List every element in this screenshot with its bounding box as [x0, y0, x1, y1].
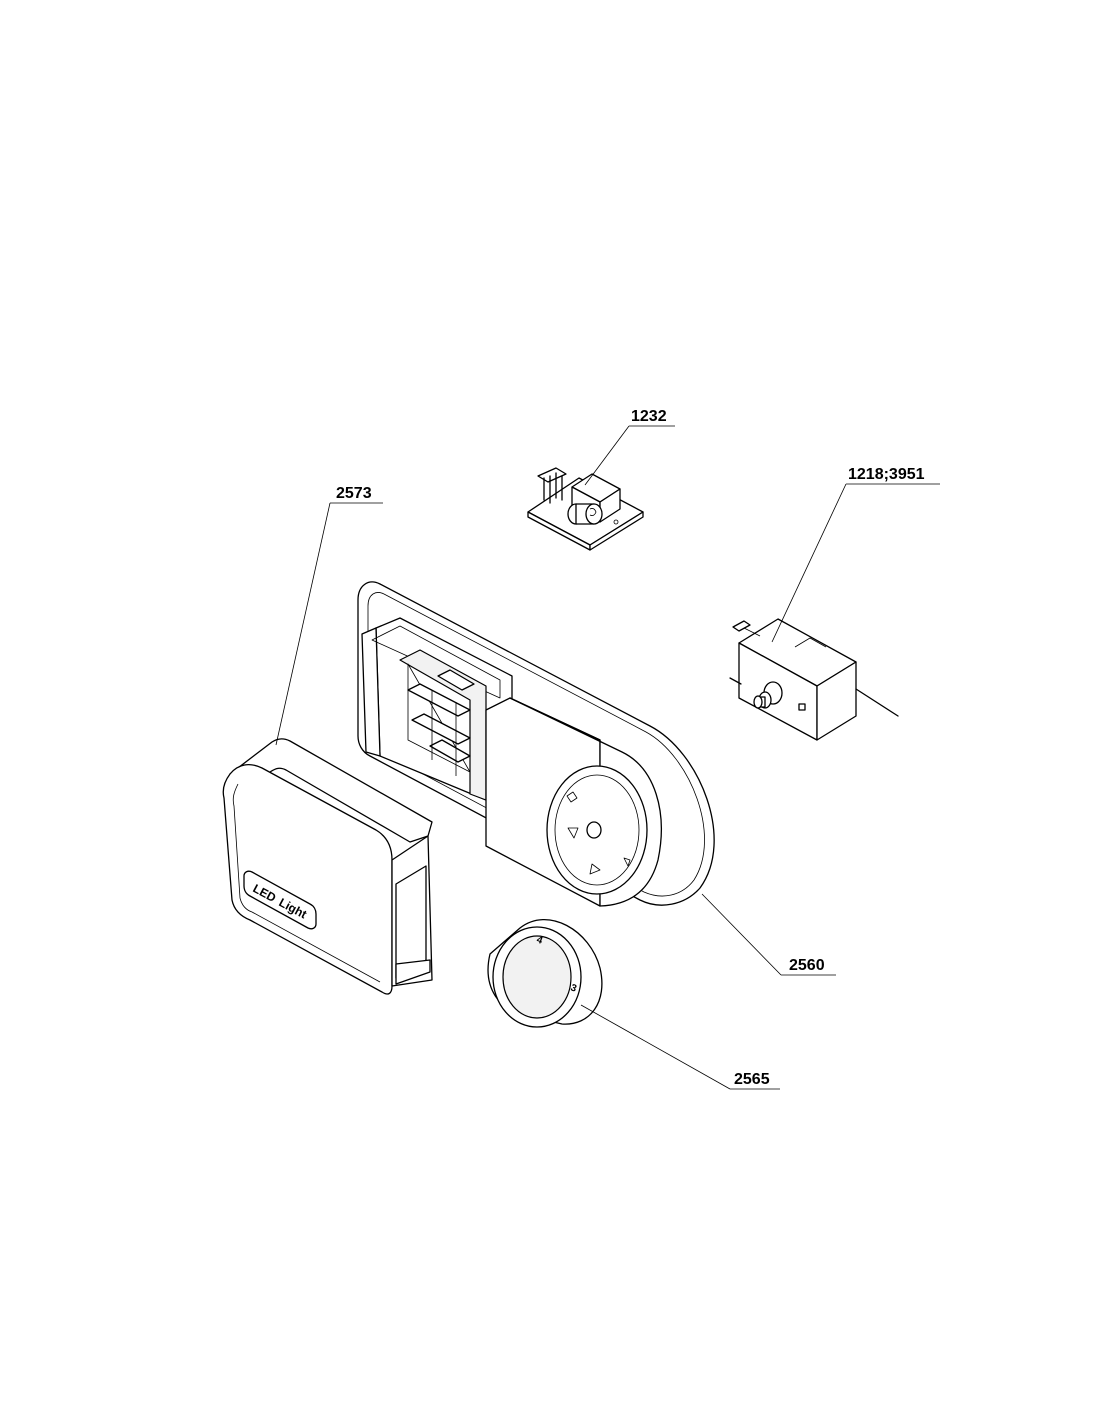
part-labels: 1232 1218;3951 2573 2560 2565 — [336, 408, 925, 1088]
rotary-switch-part — [729, 618, 899, 741]
part-label-2573: 2573 — [336, 485, 372, 502]
leader-lines — [275, 425, 940, 1090]
part-label-2565: 2565 — [734, 1071, 770, 1088]
pcb-board-part — [527, 467, 644, 551]
part-label-2560: 2560 — [789, 957, 825, 974]
lamp-housing-part — [357, 581, 715, 907]
knob-part: 4 3 — [487, 918, 603, 1028]
knob-mark-a: 4 — [535, 934, 544, 946]
cover-part: LED Light — [222, 738, 433, 995]
part-label-1232: 1232 — [631, 408, 667, 425]
knob-mark-b: 3 — [569, 982, 578, 994]
part-label-1218-3951: 1218;3951 — [848, 466, 925, 483]
